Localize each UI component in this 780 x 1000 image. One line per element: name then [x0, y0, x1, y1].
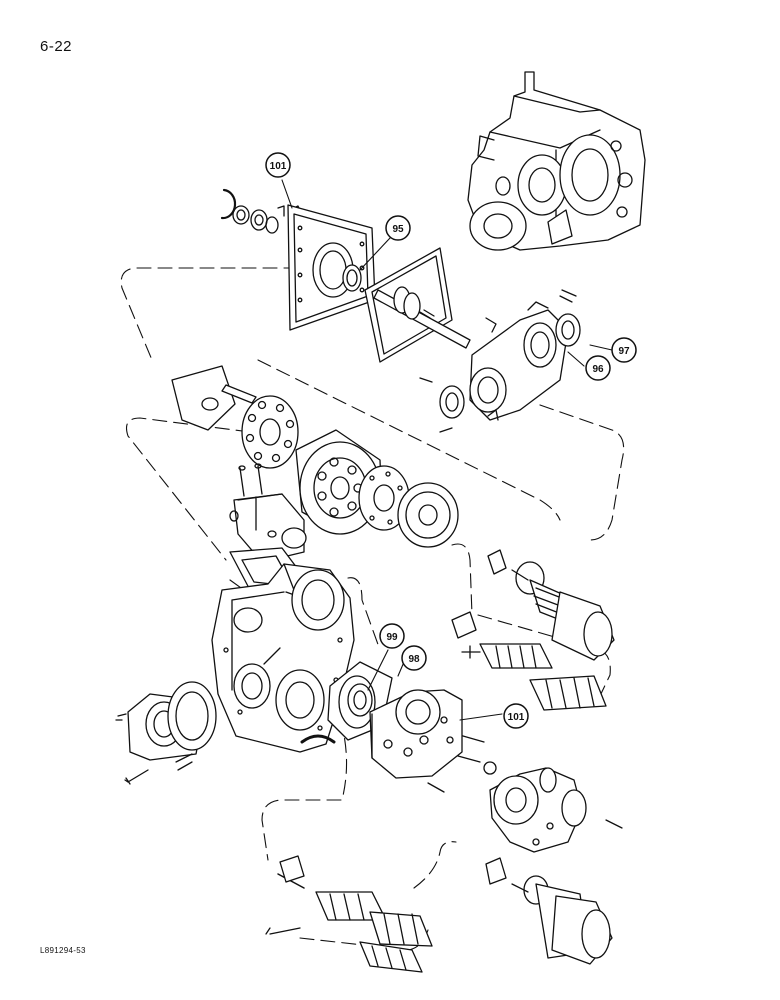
figure-code: L891294-53	[40, 946, 86, 955]
gear-pump	[483, 761, 587, 853]
spool-spring-upper	[487, 549, 615, 661]
valve-plate	[241, 395, 299, 469]
callout-label: 101	[270, 161, 287, 172]
snap-ring-lower	[300, 734, 336, 744]
drive-shaft	[373, 286, 471, 349]
cap-lower-right	[485, 857, 613, 965]
bearing	[347, 683, 373, 717]
end-cover	[115, 681, 217, 761]
callout-101-bottom: 101	[503, 703, 529, 729]
callout-96: 96	[585, 355, 611, 381]
end-cover-housing	[369, 689, 463, 779]
pump-assembly	[467, 71, 646, 251]
callout-99: 99	[379, 623, 405, 649]
callout-label: 101	[508, 712, 525, 723]
callout-101-top: 101	[265, 152, 291, 178]
swashplate-housing	[419, 289, 581, 433]
spool-spring-lower	[279, 855, 433, 973]
callout-95: 95	[385, 215, 411, 241]
piston-retainer-plate	[358, 465, 410, 531]
swash-disc	[397, 482, 459, 548]
callout-label: 99	[386, 632, 398, 643]
control-valve	[229, 463, 307, 563]
callout-label: 97	[618, 346, 630, 357]
callout-97: 97	[611, 337, 637, 363]
callout-98: 98	[401, 645, 427, 671]
page-number: 6-22	[40, 38, 73, 55]
callout-label: 95	[392, 224, 404, 235]
callout-label: 96	[592, 364, 604, 375]
thrust-plate	[171, 365, 257, 431]
spool-spring-middle	[451, 611, 607, 711]
callout-label: 98	[408, 654, 420, 665]
leader-lines	[281, 179, 613, 721]
